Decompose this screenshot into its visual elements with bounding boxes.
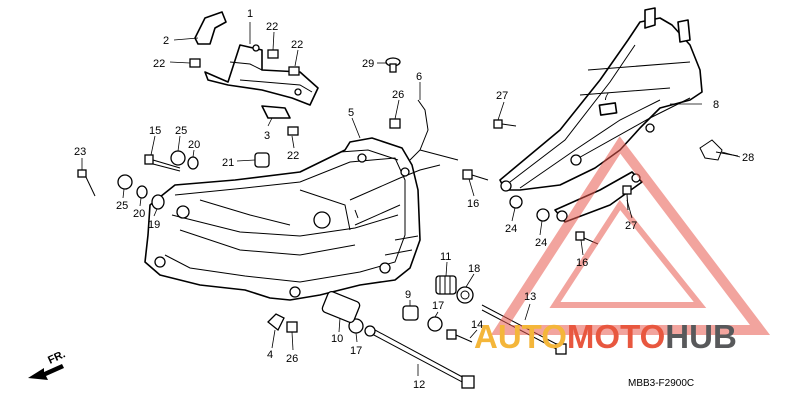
callout-label: 11: [440, 251, 451, 263]
bolt-26b: [286, 321, 298, 333]
callout-label: 13: [524, 291, 536, 303]
callout-label: 22: [291, 39, 303, 51]
wire-clip-28: [699, 139, 739, 161]
callout-label: 3: [264, 130, 270, 142]
callout-label: 17: [350, 345, 362, 357]
front-direction-indicator: FR.: [28, 348, 67, 380]
callout-label: 27: [496, 90, 508, 102]
watermark-triangle-inner: [549, 199, 707, 308]
callout-label: 6: [416, 71, 422, 83]
callout-label: 16: [467, 198, 479, 210]
diagram-code: MBB3-F2900C: [628, 378, 694, 389]
grommet-29: [385, 57, 401, 73]
spring-10: [321, 290, 361, 324]
callout-label: 4: [267, 349, 273, 361]
watermark-part-auto: AUTO: [474, 318, 567, 355]
callout-label: 25: [116, 200, 128, 212]
callout-label: 2: [163, 35, 169, 47]
bolt-12: [364, 325, 475, 389]
callout-label: 26: [392, 89, 404, 101]
rear-subframe: [499, 7, 703, 223]
nut-22d: [189, 58, 201, 68]
main-frame: [144, 137, 459, 301]
watermark-logo: [490, 136, 771, 335]
callout-label: 22: [287, 150, 299, 162]
bolt-14: [446, 329, 473, 343]
callout-label: 24: [535, 237, 547, 249]
callout-label: 28: [742, 152, 754, 164]
screw-23: [77, 169, 96, 197]
collar-9: [402, 305, 419, 321]
nut-17a: [427, 316, 443, 332]
bolt-26a: [389, 118, 401, 129]
collar-25a: [170, 150, 186, 166]
callout-label: 27: [625, 220, 637, 232]
bolt-16a: [462, 169, 489, 181]
callout-label: 7: [603, 91, 609, 103]
callout-label: 16: [576, 257, 588, 269]
bolt-27a: [493, 119, 517, 129]
plate-part-3: [261, 105, 291, 119]
washer-20b: [136, 185, 148, 199]
callout-label: 20: [133, 208, 145, 220]
direction-label: FR.: [46, 348, 67, 366]
callout-label: 5: [348, 107, 354, 119]
callout-label: 17: [432, 300, 444, 312]
callout-label: 21: [222, 157, 234, 169]
watermark-triangle: [490, 136, 771, 335]
callout-label: 22: [266, 21, 278, 33]
collar-25b: [117, 174, 133, 190]
callout-labels: 1 2 22 22 22 22 3 22 21 29 6 26 5 7 8 27…: [74, 8, 754, 391]
upper-bracket: [194, 11, 319, 106]
callout-label: 18: [468, 263, 480, 275]
clip-4: [267, 313, 285, 332]
callout-label: 20: [188, 139, 200, 151]
callout-label: 14: [471, 319, 483, 331]
callout-label: 29: [362, 58, 374, 70]
front-arrow-icon: [28, 364, 64, 380]
watermark-part-moto: MOTO: [567, 318, 665, 355]
callout-label: 8: [713, 99, 719, 111]
callout-label: 12: [413, 379, 425, 391]
cable-6: [409, 99, 429, 161]
callout-label: 9: [405, 289, 411, 301]
nut-24a: [509, 195, 523, 209]
nut-22b: [288, 66, 300, 76]
callout-label: 23: [74, 146, 86, 158]
callout-label: 24: [505, 223, 517, 235]
callout-label: 22: [153, 58, 165, 70]
callout-label: 10: [331, 333, 343, 345]
callout-label: 26: [286, 353, 298, 365]
callout-label: 1: [247, 8, 253, 20]
callout-label: 25: [175, 125, 187, 137]
collar-21: [254, 152, 270, 168]
leader-lines: [81, 22, 741, 376]
collar-19: [151, 194, 165, 210]
callout-label: 19: [148, 219, 160, 231]
washer-20a: [187, 156, 199, 170]
nut-18: [456, 286, 474, 304]
watermark-text: AUTOMOTOHUB: [474, 318, 737, 355]
nut-22a: [267, 49, 279, 59]
callout-label: 15: [149, 125, 161, 137]
bolt-15: [144, 154, 181, 172]
nut-24b: [536, 208, 550, 222]
nut-22c: [287, 126, 299, 136]
collar-11: [435, 275, 457, 295]
watermark-part-hub: HUB: [665, 318, 737, 355]
